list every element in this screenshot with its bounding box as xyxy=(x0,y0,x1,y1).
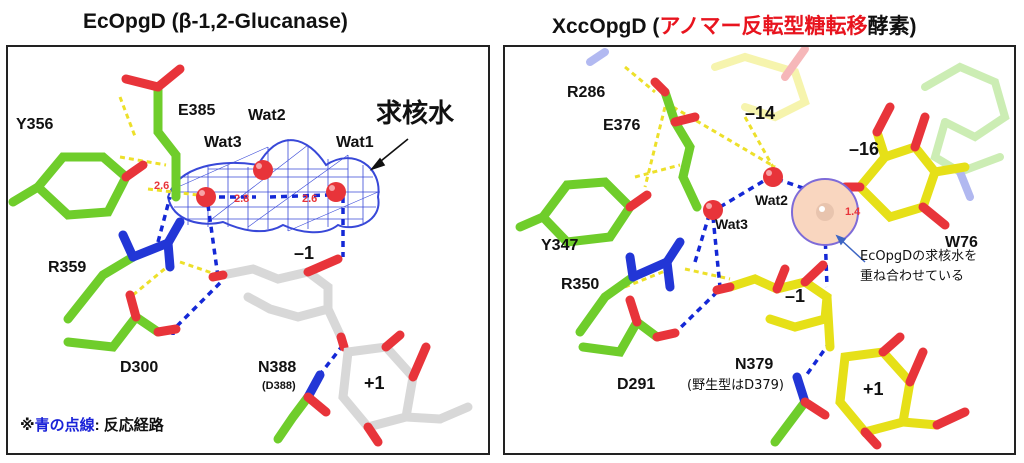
sugar-plus1-sticks xyxy=(835,332,970,450)
left-structure: 2.6 2.8 2.6 Y356 E385 R359 D300 N388 (D3… xyxy=(8,64,473,447)
overlay-note-line2: 重ね合わせている xyxy=(860,269,965,284)
label-wat2: Wat2 xyxy=(248,107,286,124)
right-title-suffix: 酵素) xyxy=(867,15,917,38)
sugar-plus1-sticks xyxy=(338,330,473,447)
label-wat1: Wat1 xyxy=(336,134,374,151)
distance-2: 2.8 xyxy=(234,193,249,205)
label-sugar-minus1: –1 xyxy=(294,243,314,263)
label-sugar-plus1: +1 xyxy=(863,379,884,399)
label-sugar-minus1: –1 xyxy=(785,286,805,306)
left-footnote: ※青の点線: 反応経路 xyxy=(20,414,164,435)
residue-r359-sticks xyxy=(63,217,185,324)
label-e385: E385 xyxy=(178,102,215,119)
label-r286: R286 xyxy=(567,84,605,101)
hbonds xyxy=(118,96,219,297)
residue-y356-sticks xyxy=(8,152,148,220)
label-y347: Y347 xyxy=(541,237,578,254)
left-title: EcOpgD (β-1,2-Glucanase) xyxy=(83,10,348,33)
residue-n388-sticks xyxy=(273,370,331,444)
right-title-prefix: XccOpgD ( xyxy=(552,15,660,38)
nucleophile-arrow-icon xyxy=(369,138,409,171)
label-y356: Y356 xyxy=(16,116,53,133)
label-wat3: Wat3 xyxy=(204,134,242,151)
sugar-minus1-sticks xyxy=(712,260,835,352)
superposed-nucleophile xyxy=(791,178,859,246)
distance-1: 2.6 xyxy=(154,180,169,192)
footnote-mark: ※ xyxy=(20,417,35,434)
label-wat3: Wat3 xyxy=(715,216,748,232)
label-w76: W76 xyxy=(945,234,978,251)
residue-n379-sticks xyxy=(770,372,830,447)
label-nucleophile: 求核水 xyxy=(376,98,455,128)
left-panel: 2.6 2.8 2.6 Y356 E385 R359 D300 N388 (D3… xyxy=(6,45,490,455)
faded-background-sticks xyxy=(586,47,1010,201)
label-r359: R359 xyxy=(48,259,86,276)
label-e376: E376 xyxy=(603,117,640,134)
residue-r350-sticks xyxy=(575,237,685,337)
label-wat2: Wat2 xyxy=(755,192,788,208)
label-d291: D291 xyxy=(617,376,655,393)
water-spheres xyxy=(703,167,783,220)
residue-d291-sticks xyxy=(578,295,680,357)
label-d300: D300 xyxy=(120,359,158,376)
sugar-minus1-sticks xyxy=(208,254,349,352)
reaction-path xyxy=(156,193,345,379)
label-n388: N388 xyxy=(258,359,296,376)
label-n379-sub: (野生型はD379) xyxy=(687,378,784,393)
distance-label: 1.4 xyxy=(845,206,861,218)
right-structure: 1.4 R286 E376 Y347 R350 D291 N379 (野生型はD… xyxy=(515,47,1010,450)
right-panel: 1.4 R286 E376 Y347 R350 D291 N379 (野生型はD… xyxy=(503,45,1016,455)
label-sugar-plus1: +1 xyxy=(364,373,385,393)
label-n379: N379 xyxy=(735,356,773,373)
hbonds xyxy=(624,65,776,289)
distance-3: 2.6 xyxy=(302,193,317,205)
label-r350: R350 xyxy=(561,276,599,293)
right-title-highlight: アノマー反転型糖転移 xyxy=(659,15,868,38)
overlay-note: EcOpgDの求核水を 重ね合わせている xyxy=(860,247,977,287)
residue-e385-sticks xyxy=(121,64,185,202)
electron-density-mesh xyxy=(166,139,380,234)
right-title: XccOpgD (アノマー反転型糖転移酵素) xyxy=(552,10,916,40)
reaction-path xyxy=(673,177,832,379)
residue-e376-sticks xyxy=(650,77,702,212)
label-sugar-minus14: –14 xyxy=(745,103,775,123)
overlay-pointer-icon xyxy=(835,234,866,263)
water-spheres xyxy=(196,160,346,207)
residue-y347-sticks xyxy=(515,177,652,247)
footnote-description: : 反応経路 xyxy=(94,417,164,434)
residue-d300-sticks xyxy=(63,290,181,352)
footnote-blue-dotted: 青の点線 xyxy=(34,417,95,434)
overlay-note-line1: EcOpgDの求核水を xyxy=(860,249,978,264)
label-n388-sub: (D388) xyxy=(262,380,296,392)
label-sugar-minus16: –16 xyxy=(849,139,879,159)
